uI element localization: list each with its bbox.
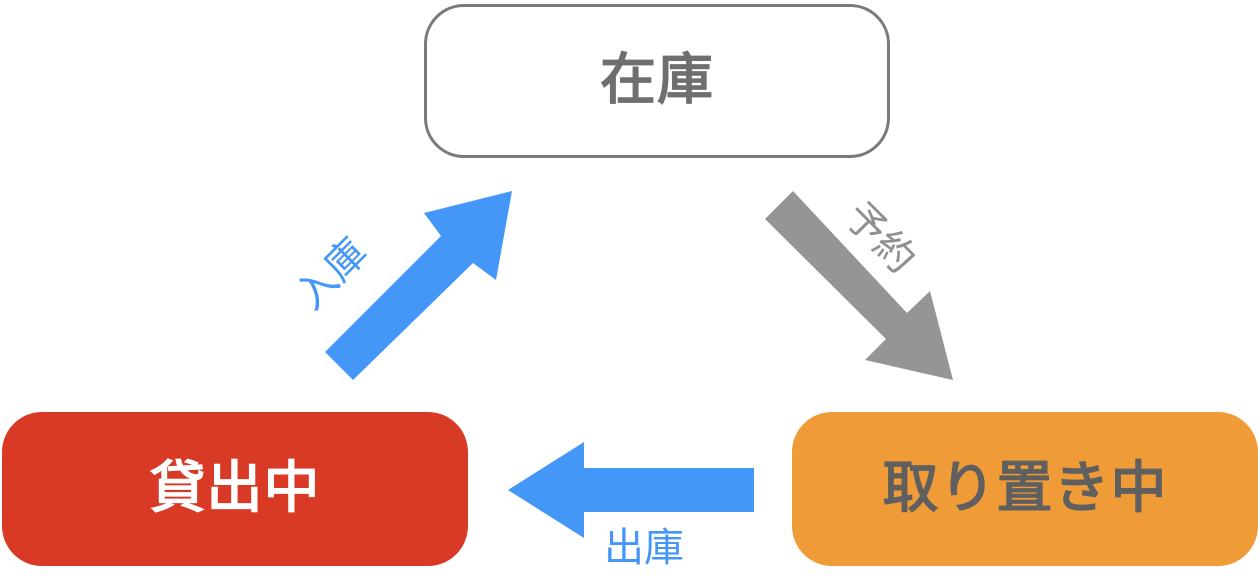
node-lent: 貸出中: [2, 412, 468, 566]
node-stock: 在庫: [424, 4, 890, 158]
arrow-inbound: [325, 191, 512, 380]
node-stock-label: 在庫: [600, 48, 714, 113]
arrow-reserve: [765, 191, 953, 380]
edge-label-outbound: 出庫: [604, 525, 684, 571]
arrow-outbound: [508, 442, 754, 538]
node-lent-label: 貸出中: [149, 456, 321, 521]
node-held: 取り置き中: [792, 412, 1258, 566]
node-held-label: 取り置き中: [882, 456, 1168, 521]
